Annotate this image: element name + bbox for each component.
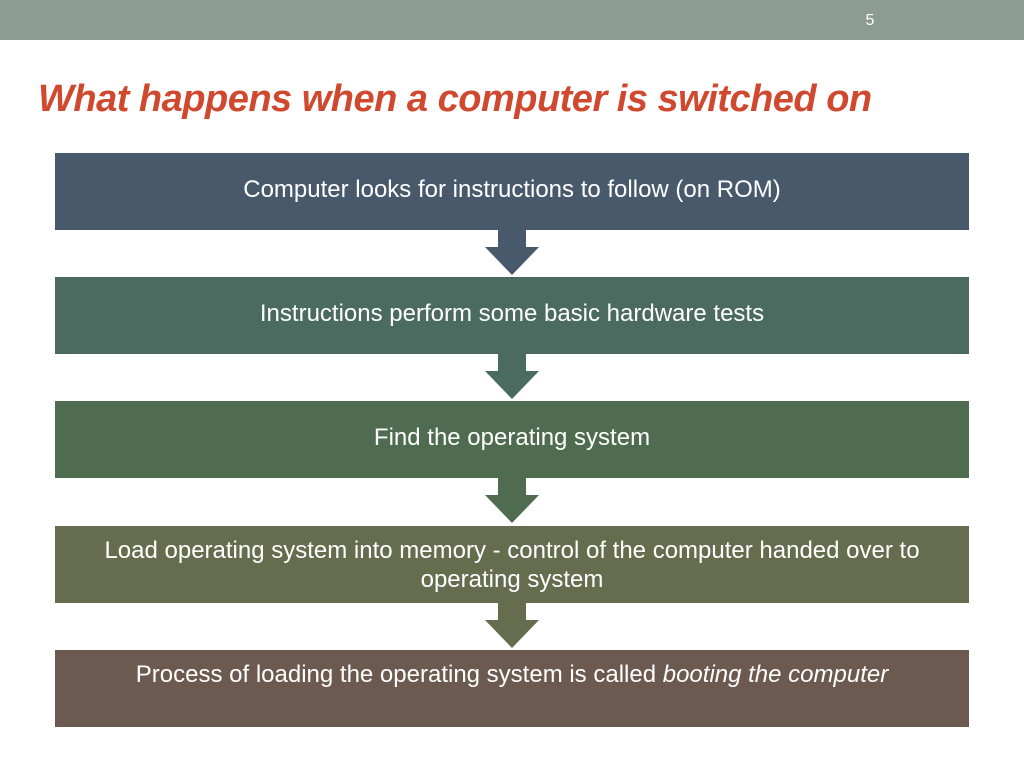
step-box-4: Load operating system into memory - cont… [55,526,969,603]
step-box-1: Computer looks for instructions to follo… [55,153,969,230]
arrow-down-icon [485,478,539,523]
arrow-down-icon [485,603,539,648]
step-text-5: Process of loading the operating system … [135,661,663,688]
step-text-2: Instructions perform some basic hardware… [259,300,765,327]
step-box-3: Find the operating system [55,401,969,478]
top-band [0,0,1024,40]
arrow-down-icon [485,230,539,275]
step-box-5: Process of loading the operating system … [55,650,969,727]
step-text-5-italic: booting the computer [662,661,889,688]
arrow-down-icon [485,354,539,399]
step-text-3: Find the operating system [373,424,651,451]
step-text-4: Load operating system into memory - cont… [104,537,920,593]
slide-title: What happens when a computer is switched… [38,78,872,120]
slide-number: 5 [865,12,875,29]
step-box-2: Instructions perform some basic hardware… [55,277,969,354]
step-text-1: Computer looks for instructions to follo… [243,176,781,203]
